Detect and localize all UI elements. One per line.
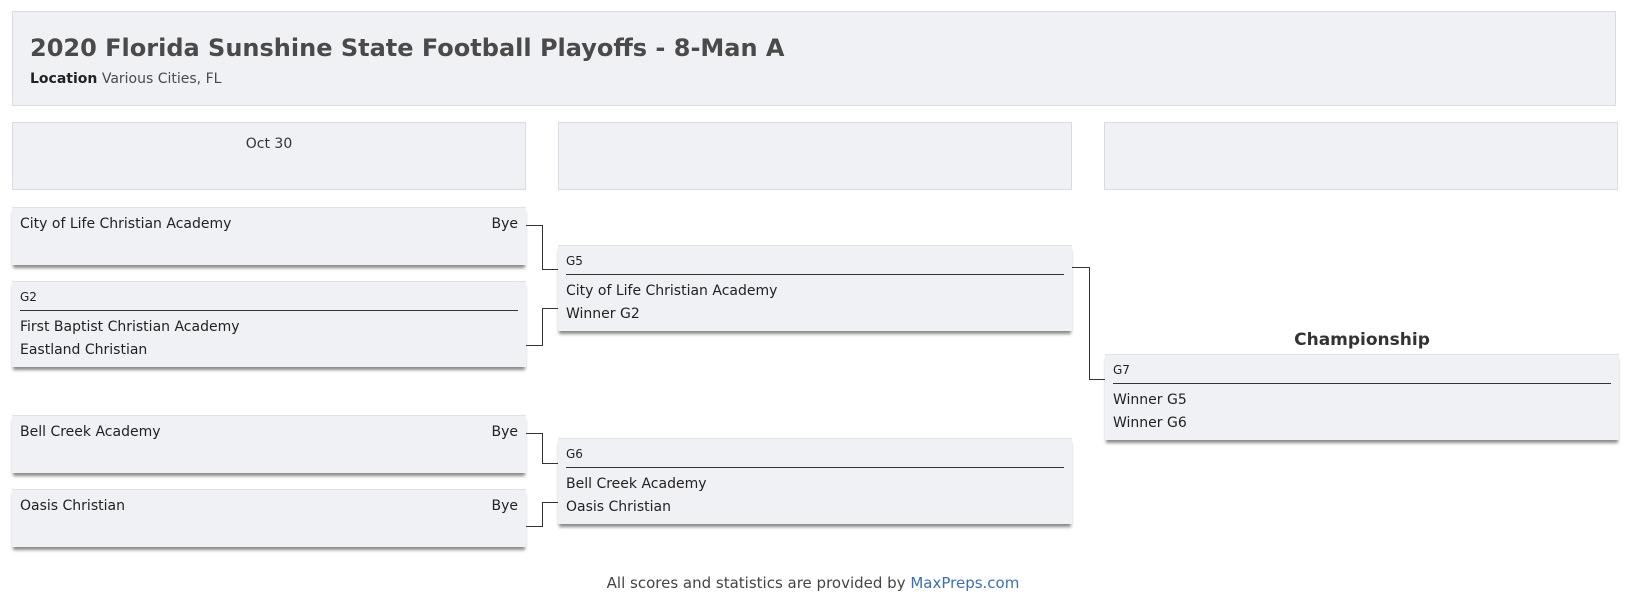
round-label-1: Oct 30 bbox=[245, 136, 293, 152]
matchup-g7[interactable]: G7 Winner G5 Winner G6 bbox=[1105, 354, 1619, 440]
championship-label: Championship bbox=[1294, 330, 1430, 350]
footer-text: All scores and statistics are provided b… bbox=[606, 574, 911, 592]
matchup-bye-4[interactable]: Oasis Christian Bye bbox=[12, 489, 526, 547]
divider bbox=[566, 467, 1064, 468]
round-header-3 bbox=[1104, 122, 1618, 190]
location-label: Location bbox=[30, 71, 98, 87]
maxpreps-link[interactable]: MaxPreps.com bbox=[910, 574, 1020, 592]
team-name[interactable]: Oasis Christian bbox=[20, 498, 125, 514]
bracket-connector bbox=[526, 502, 543, 527]
bye-label: Bye bbox=[491, 498, 518, 514]
bracket-connector bbox=[1072, 267, 1090, 380]
bracket-connector bbox=[542, 502, 558, 503]
matchup-bye-1[interactable]: City of Life Christian Academy Bye bbox=[12, 207, 526, 265]
matchup-g2[interactable]: G2 First Baptist Christian Academy Eastl… bbox=[12, 281, 526, 367]
divider bbox=[1113, 383, 1611, 384]
page-header: 2020 Florida Sunshine State Football Pla… bbox=[12, 11, 1616, 106]
game-id: G6 bbox=[566, 447, 583, 461]
game-id: G5 bbox=[566, 254, 583, 268]
team-name[interactable]: City of Life Christian Academy bbox=[566, 283, 778, 299]
round-header-2 bbox=[558, 122, 1072, 190]
footer: All scores and statistics are provided b… bbox=[0, 574, 1626, 592]
page-title: 2020 Florida Sunshine State Football Pla… bbox=[30, 34, 785, 62]
team-name[interactable]: First Baptist Christian Academy bbox=[20, 319, 240, 335]
game-id: G7 bbox=[1113, 363, 1130, 377]
team-name[interactable]: Winner G5 bbox=[1113, 392, 1187, 408]
location-line: Location Various Cities, FL bbox=[30, 71, 221, 87]
location-value: Various Cities, FL bbox=[101, 71, 222, 87]
team-name[interactable]: Bell Creek Academy bbox=[566, 476, 707, 492]
bye-label: Bye bbox=[491, 216, 518, 232]
bracket-connector bbox=[526, 308, 543, 346]
matchup-g6[interactable]: G6 Bell Creek Academy Oasis Christian bbox=[558, 438, 1072, 524]
bracket-connector bbox=[542, 269, 558, 270]
bracket-connector bbox=[542, 463, 558, 464]
divider bbox=[566, 274, 1064, 275]
team-name[interactable]: Winner G2 bbox=[566, 306, 640, 322]
matchup-g5[interactable]: G5 City of Life Christian Academy Winner… bbox=[558, 245, 1072, 331]
round-header-1: Oct 30 bbox=[12, 122, 526, 190]
bracket-connector bbox=[526, 433, 543, 464]
bracket-connector bbox=[542, 308, 558, 309]
team-name[interactable]: City of Life Christian Academy bbox=[20, 216, 232, 232]
bracket-connector bbox=[1089, 379, 1105, 380]
team-name[interactable]: Eastland Christian bbox=[20, 342, 148, 358]
bye-label: Bye bbox=[491, 424, 518, 440]
game-id: G2 bbox=[20, 290, 37, 304]
team-name[interactable]: Bell Creek Academy bbox=[20, 424, 161, 440]
matchup-bye-3[interactable]: Bell Creek Academy Bye bbox=[12, 415, 526, 473]
team-name[interactable]: Oasis Christian bbox=[566, 499, 671, 515]
divider bbox=[20, 310, 518, 311]
bracket-connector bbox=[526, 225, 543, 270]
team-name[interactable]: Winner G6 bbox=[1113, 415, 1187, 431]
